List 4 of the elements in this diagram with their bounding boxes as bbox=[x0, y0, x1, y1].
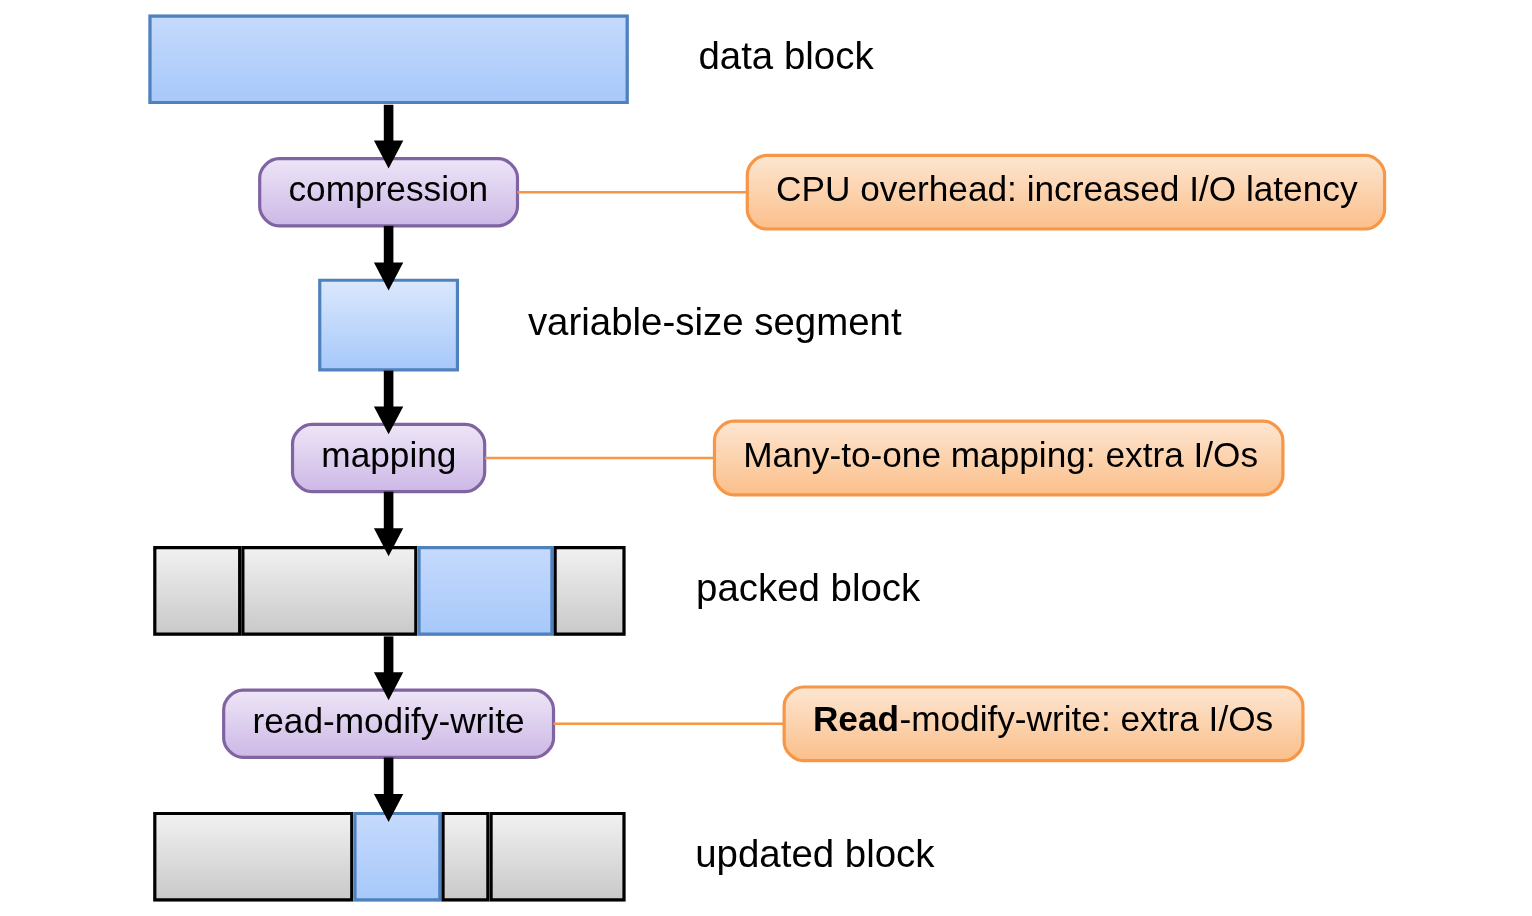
node-label: updated block bbox=[694, 831, 935, 875]
node-label: variable-size segment bbox=[527, 300, 902, 344]
node-label: data block bbox=[697, 34, 874, 78]
node-label: packed block bbox=[695, 565, 920, 609]
